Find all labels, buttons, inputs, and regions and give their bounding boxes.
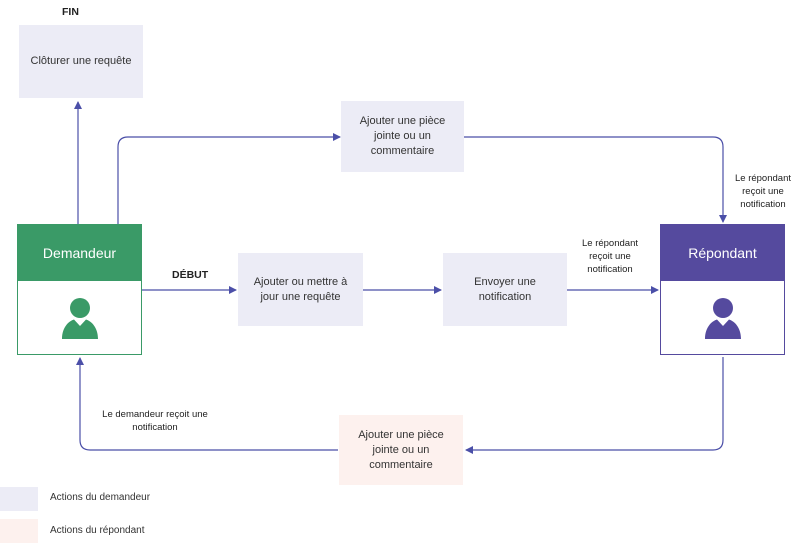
note-line: Le demandeur reçoit une	[102, 409, 208, 420]
note-line: notification	[587, 264, 633, 275]
note-line: Le répondant	[735, 173, 791, 184]
box-line: jointe ou un	[374, 130, 431, 142]
arrow-to-responder-top	[464, 136, 727, 223]
box-line: commentaire	[370, 145, 435, 157]
close-request-box[interactable]: Clôturer une requête	[19, 25, 143, 98]
note-line: notification	[740, 199, 786, 210]
add-attachment-box-responder[interactable]: Ajouter une pièce jointe ou un commentai…	[339, 415, 463, 485]
add-attachment-box-requester[interactable]: Ajouter une pièce jointe ou un commentai…	[341, 101, 464, 172]
box-line: jour une requête	[260, 290, 341, 303]
note-line: reçoit une	[742, 186, 784, 197]
box-line: jointe ou un	[372, 443, 430, 456]
start-label: DÉBUT	[172, 269, 209, 281]
legend-label-responder: Actions du répondant	[50, 525, 145, 536]
box-line: commentaire	[369, 458, 433, 471]
arrow-to-responder-comment	[465, 357, 724, 454]
note-line: Le répondant	[582, 238, 638, 249]
responder-actor[interactable]: Répondant	[660, 224, 785, 355]
update-request-box[interactable]: Ajouter ou mettre à jour une requête	[238, 253, 363, 326]
user-icon	[61, 297, 98, 339]
arrow-to-add-attachment	[117, 133, 341, 225]
responder-notification-note-mid: Le répondant reçoit une notification	[572, 237, 648, 276]
box-line: Ajouter une pièce	[358, 428, 444, 441]
requester-header: Demandeur	[18, 225, 141, 281]
send-notification-box[interactable]: Envoyer une notification	[443, 253, 567, 326]
requester-actor[interactable]: Demandeur	[17, 224, 142, 355]
note-line: notification	[132, 422, 178, 433]
box-line: notification	[478, 290, 532, 303]
requester-notification-note: Le demandeur reçoit une notification	[90, 408, 220, 434]
end-label: FIN	[62, 6, 79, 18]
note-line: reçoit une	[589, 251, 631, 262]
legend-swatch-requester	[0, 487, 38, 511]
box-line: Ajouter ou mettre à	[253, 275, 348, 288]
responder-notification-note-top: Le répondant reçoit une notification	[727, 172, 799, 211]
close-request-label: Clôturer une requête	[30, 55, 132, 67]
box-line: Ajouter une pièce	[359, 115, 446, 127]
arrow-to-requester	[76, 357, 338, 451]
legend-label-requester: Actions du demandeur	[50, 492, 151, 503]
user-icon	[704, 297, 741, 339]
responder-header: Répondant	[661, 225, 784, 281]
legend-swatch-responder	[0, 519, 38, 543]
box-line: Envoyer une	[474, 275, 536, 288]
